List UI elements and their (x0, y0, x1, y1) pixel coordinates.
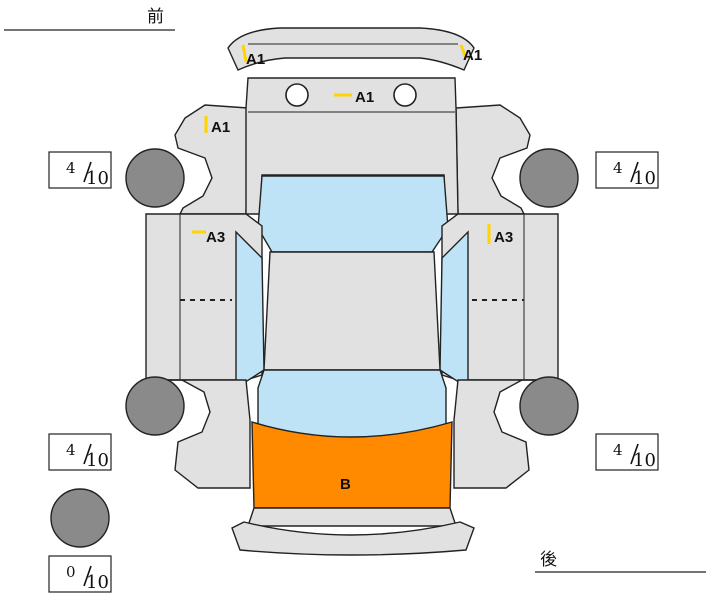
rear-left-fender (146, 379, 251, 489)
label-roof-front-right: A1 (463, 47, 482, 64)
rear-bumper (247, 507, 457, 527)
svg-text:0: 0 (66, 563, 76, 581)
rear-bumper-lower (231, 521, 475, 556)
rear-right-tread-box: 4 10 (595, 433, 659, 471)
right-headlight (393, 83, 417, 107)
svg-text:4: 4 (66, 441, 76, 459)
svg-text:10: 10 (633, 450, 656, 471)
label-right-side: A3 (494, 229, 513, 246)
windshield (257, 175, 449, 253)
rear-label: 後 (540, 550, 557, 570)
rear-left-tire (125, 376, 185, 436)
front-left-tread-box: 4 10 (48, 151, 112, 189)
front-label: 前 (147, 7, 164, 27)
rear-right-tire (519, 376, 579, 436)
svg-text:4: 4 (613, 159, 623, 177)
svg-text:10: 10 (86, 572, 109, 593)
right-side-windows (439, 230, 469, 390)
label-left-side: A3 (206, 229, 225, 246)
roof (263, 251, 441, 371)
label-rear-panel: B (340, 476, 351, 493)
marker-roof-front-right (459, 44, 468, 59)
rear-left-tread-box: 4 10 (48, 433, 112, 471)
rear-right-fender (453, 379, 558, 489)
svg-text:4: 4 (613, 441, 623, 459)
front-left-tire (125, 148, 185, 208)
spare-tread-box: 0 10 (48, 555, 112, 593)
front-right-tire (519, 148, 579, 208)
svg-text:4: 4 (66, 159, 76, 177)
svg-text:10: 10 (86, 450, 109, 471)
marker-roof-front-left (241, 44, 248, 63)
spare-tire (50, 488, 110, 548)
svg-text:10: 10 (633, 168, 656, 189)
left-side-windows (235, 230, 265, 390)
label-roof-front-left: A1 (246, 51, 265, 68)
rear-panel-damaged (251, 421, 453, 509)
label-front-left-fender: A1 (211, 119, 230, 136)
front-right-tread-box: 4 10 (595, 151, 659, 189)
front-bumper (227, 27, 475, 71)
left-headlight (285, 83, 309, 107)
svg-text:10: 10 (86, 168, 109, 189)
front-right-fender (455, 104, 531, 215)
label-hood: A1 (355, 89, 374, 106)
